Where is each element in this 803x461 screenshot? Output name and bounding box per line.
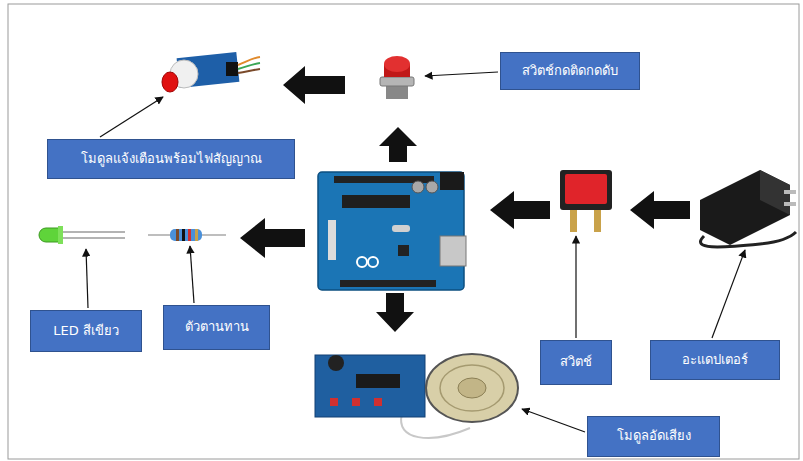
frame: [8, 4, 799, 459]
arduino-board: [426, 181, 438, 193]
recording-module: [356, 374, 400, 388]
recording-module: [328, 355, 344, 371]
recording-module: [374, 398, 382, 406]
block-arrow: [379, 127, 417, 162]
label-box: อะแดปเตอร์: [650, 340, 780, 380]
power-adapter: [784, 202, 796, 206]
label-box: ตัวตานทาน: [163, 305, 270, 350]
alarm-module: [162, 52, 260, 92]
rocker-switch: [594, 208, 601, 232]
label-box: สวิตช์กดติดกดดับ: [500, 52, 640, 90]
arduino-board: [328, 220, 336, 260]
rocker-switch: [560, 170, 612, 210]
label-text: สวิตช์: [552, 354, 600, 371]
alarm-module: [238, 63, 260, 69]
led-symbol: [62, 237, 125, 239]
resistor-symbol: [188, 229, 191, 241]
label-box: สวิตช์: [540, 340, 612, 385]
leader-line: [522, 409, 585, 432]
alarm-module: [238, 69, 260, 73]
recording-module: [315, 354, 518, 438]
arduino-board: [318, 172, 466, 290]
label-text: อะแดปเตอร์: [674, 352, 756, 369]
recording-module: [426, 354, 518, 422]
label-box: โมดูลแจ้งเตือนพร้อมไฟสัญญาณ: [47, 139, 295, 179]
label-text: โมดูลแจ้งเตือนพร้อมไฟสัญญาณ: [73, 151, 270, 168]
recording-module: [458, 378, 486, 398]
block-arrow: [240, 218, 305, 258]
arduino-board: [368, 257, 378, 267]
label-text: โมดูลอัดเสียง: [609, 428, 699, 445]
block-arrow: [630, 191, 690, 229]
alarm-module: [226, 62, 238, 76]
block-arrow: [240, 66, 690, 332]
resistor-symbol: [176, 229, 179, 241]
leader-line: [575, 236, 576, 338]
block-arrow: [283, 66, 345, 104]
led-symbol: [58, 226, 63, 244]
arduino-board: [440, 172, 464, 190]
resistor-symbol: [182, 229, 185, 241]
rocker-switch: [560, 170, 612, 232]
arduino-board: [342, 195, 410, 208]
arduino-board: [398, 245, 409, 256]
label-box: โมดูลอัดเสียง: [587, 416, 720, 457]
leader-line: [86, 249, 88, 308]
recording-module: [352, 398, 360, 406]
resistor-symbol: [148, 229, 226, 241]
block-arrow: [376, 293, 414, 332]
rocker-switch: [565, 174, 607, 204]
arduino-board: [392, 225, 410, 232]
recording-module: [330, 398, 338, 406]
power-adapter: [700, 170, 790, 245]
arduino-board: [357, 257, 367, 267]
rocker-switch: [570, 208, 577, 232]
led-symbol: [39, 226, 125, 244]
arduino-board: [412, 181, 424, 193]
push-button: [380, 56, 414, 99]
leader-line: [712, 250, 745, 338]
power-adapter: [700, 170, 796, 247]
alarm-module: [162, 72, 178, 92]
leader-line: [100, 97, 163, 137]
leader-line: [425, 72, 498, 76]
push-button: [386, 86, 408, 99]
arduino-board: [340, 280, 436, 287]
block-arrow: [490, 191, 550, 229]
push-button: [384, 56, 410, 72]
label-box: LED สีเขียว: [30, 310, 142, 352]
arduino-board: [318, 172, 464, 290]
label-text: สวิตช์กดติดกดดับ: [514, 63, 626, 80]
resistor-symbol: [195, 229, 198, 241]
recording-module: [440, 365, 504, 411]
led-symbol: [39, 228, 60, 242]
led-symbol: [62, 231, 125, 233]
label-text: ตัวตานทาน: [177, 319, 257, 336]
leader-line: [190, 246, 194, 303]
label-text: LED สีเขียว: [45, 323, 127, 340]
power-adapter: [784, 190, 796, 194]
leader-line: [86, 72, 745, 432]
resistor-symbol: [170, 229, 202, 241]
push-button: [380, 77, 414, 86]
arduino-board: [440, 236, 466, 266]
recording-module: [315, 355, 425, 417]
